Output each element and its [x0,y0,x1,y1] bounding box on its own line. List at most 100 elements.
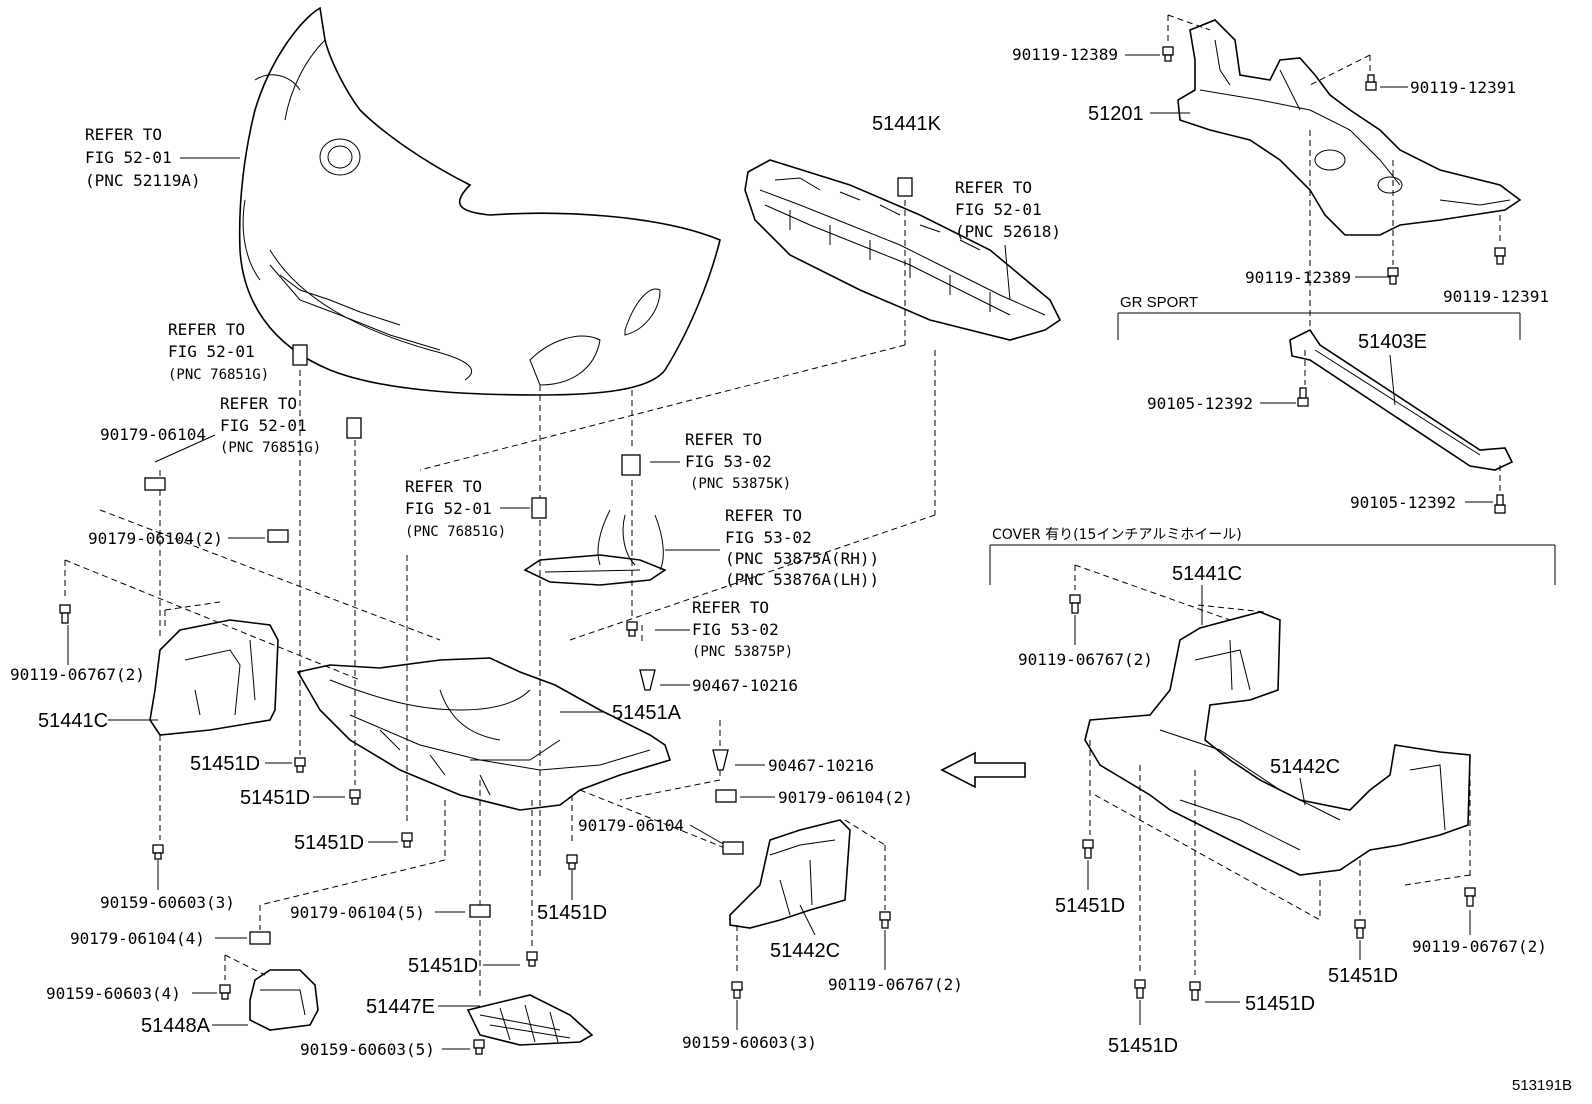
part-90119-06767-r2: 90119-06767(2) [1412,937,1547,956]
front-crossmember-51201 [1177,19,1522,236]
bolt-icon [401,832,413,848]
part-90179-06104-2a: 90179-06104(2) [88,529,223,548]
part-90119-06767-l: 90119-06767(2) [10,665,145,684]
ref-front-bumper-line1: REFER TO [85,125,162,144]
part-51451D-l5: 51451D [408,955,478,977]
bolt-icon [1134,979,1146,999]
right-cover-assembly [1084,611,1471,876]
nut-icon [144,477,166,491]
ref-absorber-line2: FIG 52-01 [955,200,1042,219]
ref-clip3-line2: FIG 52-01 [405,499,492,518]
part-90159-60603-4: 90159-60603(4) [46,984,181,1003]
cover-51447E [466,994,594,1046]
part-90159-60603-3b: 90159-60603(3) [682,1033,817,1052]
part-51451D-r1: 51451D [1055,895,1125,917]
part-51442C-left: 51442C [770,940,840,962]
nut-icon [722,841,744,855]
part-51441C-left: 51441C [38,710,108,732]
ref-clip3-line1: REFER TO [405,477,482,496]
bolt-icon [1297,387,1309,407]
part-90119-06767-c: 90119-06767(2) [828,975,963,994]
bolt-icon [879,911,891,929]
part-90179-06104-2b: 90179-06104(2) [778,788,913,807]
part-90105-12392-b: 90105-12392 [1350,493,1456,512]
part-51451D-l3: 51451D [294,832,364,854]
rivet-icon [712,749,729,771]
part-90179-06104-a: 90179-06104 [100,425,206,444]
ref-clip2-line2: FIG 52-01 [220,416,307,435]
bolt-icon [1189,981,1201,1001]
clip-icon [292,344,308,366]
ref-front-bumper-line2: FIG 52-01 [85,148,172,167]
bolt-icon [1082,839,1094,859]
air-guide-53875A [523,509,667,586]
side-cover-51442C-left [729,819,851,929]
ref-front-bumper-line3: (PNC 52119A) [85,171,201,190]
bolt-icon [526,951,538,967]
nut-icon [267,529,289,543]
bolt-icon [1494,247,1506,265]
part-90467-10216-a: 90467-10216 [692,676,798,695]
bolt-icon [566,854,578,870]
part-90179-06104-4: 90179-06104(4) [70,929,205,948]
ref-fig53-k-line2: FIG 53-02 [685,452,772,471]
bolt-icon [731,981,743,999]
part-51441K: 51441K [872,113,942,135]
ref-fig53-rh-line3: (PNC 53875A(RH)) [725,549,879,568]
ref-clip2-line3: (PNC 76851G) [220,440,321,456]
part-90467-10216-b: 90467-10216 [768,756,874,775]
part-51441C-right: 51441C [1172,563,1242,585]
part-51451D-r2: 51451D [1328,965,1398,987]
ref-absorber-line3: (PNC 52618) [955,222,1061,241]
part-51451D-r3: 51451D [1245,993,1315,1015]
bolt-icon [1464,887,1476,907]
bolt-icon [1069,594,1081,614]
bolt-icon [1365,74,1377,91]
brace-51403E [1289,328,1514,471]
bolt-icon [294,757,306,773]
bolt-icon [626,621,638,637]
part-51448A: 51448A [141,1015,211,1037]
part-90105-12392-a: 90105-12392 [1147,394,1253,413]
ref-fig53-rh-line4: (PNC 53876A(LH)) [725,570,879,589]
clip-icon [346,417,362,439]
part-51201: 51201 [1088,103,1144,125]
ref-absorber-line1: REFER TO [955,178,1032,197]
ref-fig53-p-line3: (PNC 53875P) [692,644,793,660]
bolt-icon [1162,46,1174,62]
bolt-icon [59,604,71,624]
part-90119-12391-mid: 90119-12391 [1443,287,1549,306]
ref-fig53-k-line3: (PNC 53875K) [690,476,791,492]
nut-icon [715,789,737,803]
ref-fig53-rh-line2: FIG 53-02 [725,528,812,547]
part-51442C-right: 51442C [1270,756,1340,778]
part-51451D-l2: 51451D [240,787,310,809]
part-51451A: 51451A [612,702,682,724]
bolt-icon [219,984,231,1000]
nut-icon [249,931,271,945]
clip-icon [897,177,913,197]
clip-icon [531,497,547,519]
bolt-icon [1494,494,1506,514]
bolt-icon [152,844,164,860]
part-90119-12389-mid: 90119-12389 [1245,268,1351,287]
dashed-leaders [64,14,1501,1000]
rivet-icon [639,669,656,691]
ref-fig53-p-line1: REFER TO [692,598,769,617]
part-90119-12391-top: 90119-12391 [1410,78,1516,97]
nut-icon [469,904,491,918]
direction-arrow [940,751,1026,789]
part-90159-60603-5: 90159-60603(5) [300,1040,435,1059]
ref-clip2-line1: REFER TO [220,394,297,413]
labels: REFER TO FIG 52-01 (PNC 52119A) REFER TO… [10,45,1572,1094]
solid-leaders [67,54,1556,1050]
engine-under-cover-51451A [296,657,672,811]
ref-clip3-line3: (PNC 76851G) [405,524,506,540]
ref-fig53-p-line2: FIG 53-02 [692,620,779,639]
part-90159-60603-3a: 90159-60603(3) [100,893,235,912]
front-spoiler-51441K [744,159,1062,341]
fasteners [59,46,1506,1055]
ref-fig53-k-line1: REFER TO [685,430,762,449]
part-90119-06767-r1: 90119-06767(2) [1018,650,1153,669]
ref-clip1-line2: FIG 52-01 [168,342,255,361]
